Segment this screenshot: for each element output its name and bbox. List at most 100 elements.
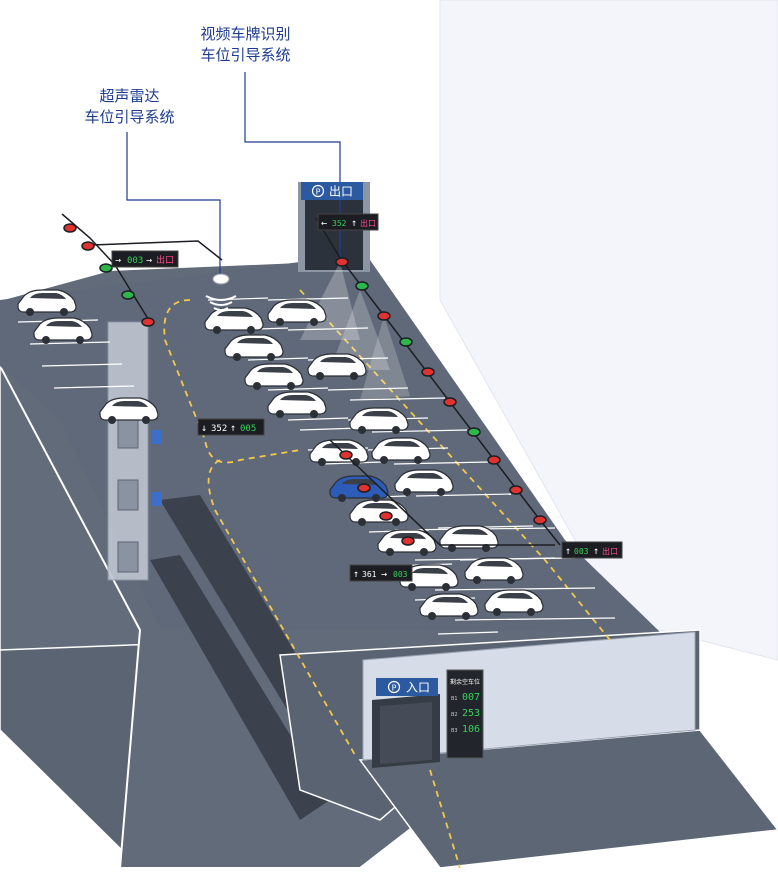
car (371, 437, 431, 464)
car-window (390, 533, 426, 539)
car-wheel (358, 518, 366, 526)
car-wheel (482, 544, 490, 552)
arrow-up-icon: ↑ (565, 546, 571, 557)
guide-count: 003 (574, 547, 589, 556)
car (244, 363, 304, 390)
car-wheel (338, 494, 346, 502)
indicator-wire (315, 217, 561, 546)
car-window (257, 367, 293, 373)
elevator-shaft (107, 321, 149, 581)
stall-line (267, 387, 329, 391)
stall-line (434, 587, 596, 591)
car-window (407, 473, 443, 479)
car-wheel (233, 353, 241, 361)
guide-count: 361 (362, 570, 377, 579)
kiosk (152, 492, 162, 506)
callout-leader-ultrasonic (126, 132, 221, 275)
car-wheel (26, 308, 34, 316)
car-window (412, 568, 448, 574)
parking-icon-letter: P (316, 188, 321, 197)
elevator-door (117, 541, 139, 573)
car-wheel (408, 583, 416, 591)
car (399, 564, 459, 591)
ramp-strip (150, 555, 330, 820)
callout-video-line2: 车位引导系统 (200, 46, 291, 64)
car-wheel (442, 583, 450, 591)
lane-marking (163, 299, 301, 464)
indicator-light (335, 257, 349, 267)
car-wheel (462, 612, 470, 620)
callout-ultrasonic-line2: 车位引导系统 (84, 108, 175, 126)
car-wheel (142, 416, 150, 424)
guide-count: 352 (332, 219, 347, 228)
stall-line (327, 387, 409, 391)
car-window (432, 597, 468, 603)
indicator-light (443, 397, 457, 407)
indicator-light (487, 455, 501, 465)
indicator-light (339, 450, 353, 460)
car-wheel (350, 372, 358, 380)
car-window (280, 303, 316, 309)
guide-screen-right: ↑ 003 ↑ 出口 (561, 541, 623, 559)
car-wheel (493, 608, 501, 616)
car-window (30, 293, 66, 299)
car (439, 525, 499, 552)
car-wheel (380, 456, 388, 464)
car-wheel (358, 426, 366, 434)
guide-count: 003 (127, 256, 143, 266)
car-wheel (392, 518, 400, 526)
indicator-light (379, 511, 393, 521)
stall-line (287, 327, 369, 331)
callout-ultrasonic: 超声雷达 车位引导系统 (72, 86, 187, 128)
car-wheel (473, 576, 481, 584)
car-wheel (448, 544, 456, 552)
stall-line (29, 341, 111, 345)
stall-line (267, 297, 349, 301)
parking-icon (311, 184, 325, 198)
vacancy-level: B1 (451, 696, 458, 702)
stall-line (287, 417, 349, 421)
stall-line (299, 427, 361, 431)
ultrasonic-sensor-icon (205, 273, 237, 311)
car-window (384, 441, 420, 447)
vacancy-level: B3 (451, 728, 458, 734)
arrow-up-icon: ↑ (353, 569, 359, 580)
car-window (280, 395, 316, 401)
arrow-right-icon: → (381, 569, 387, 580)
stall-line (41, 363, 123, 367)
vacancy-count: 253 (462, 708, 480, 719)
stall-line (371, 429, 468, 433)
guide-screen-bottom: ↑ 361 → 003 (349, 564, 413, 582)
stall-line (393, 461, 490, 465)
entrance-building (362, 631, 696, 761)
car-wheel (414, 456, 422, 464)
indicator-light (421, 367, 435, 377)
car-window (46, 321, 82, 327)
car-wheel (352, 458, 360, 466)
indicator-light (377, 311, 391, 321)
arrow-left-icon: ← (321, 218, 327, 229)
indicator-light (81, 241, 95, 251)
guide-exit-label: 出口 (156, 254, 174, 266)
car-window (362, 503, 398, 509)
indicator-light (357, 483, 371, 493)
car (349, 407, 409, 434)
car-window (320, 357, 356, 363)
car-window (362, 411, 398, 417)
car (394, 469, 454, 496)
car-wheel (316, 372, 324, 380)
guide-count: 352 (211, 424, 227, 434)
stall-line (349, 397, 446, 401)
indicator-light (467, 427, 481, 437)
entrance-opening-inner (380, 702, 432, 764)
indicator-light (533, 515, 547, 525)
car-wheel (287, 382, 295, 390)
vacancy-board-title: 剩余空车位 (450, 678, 480, 686)
indicator-light (509, 485, 523, 495)
guide-count: 005 (240, 424, 256, 434)
car-wheel (372, 494, 380, 502)
car (267, 391, 327, 418)
arrow-up-icon: ↑ (593, 546, 599, 557)
